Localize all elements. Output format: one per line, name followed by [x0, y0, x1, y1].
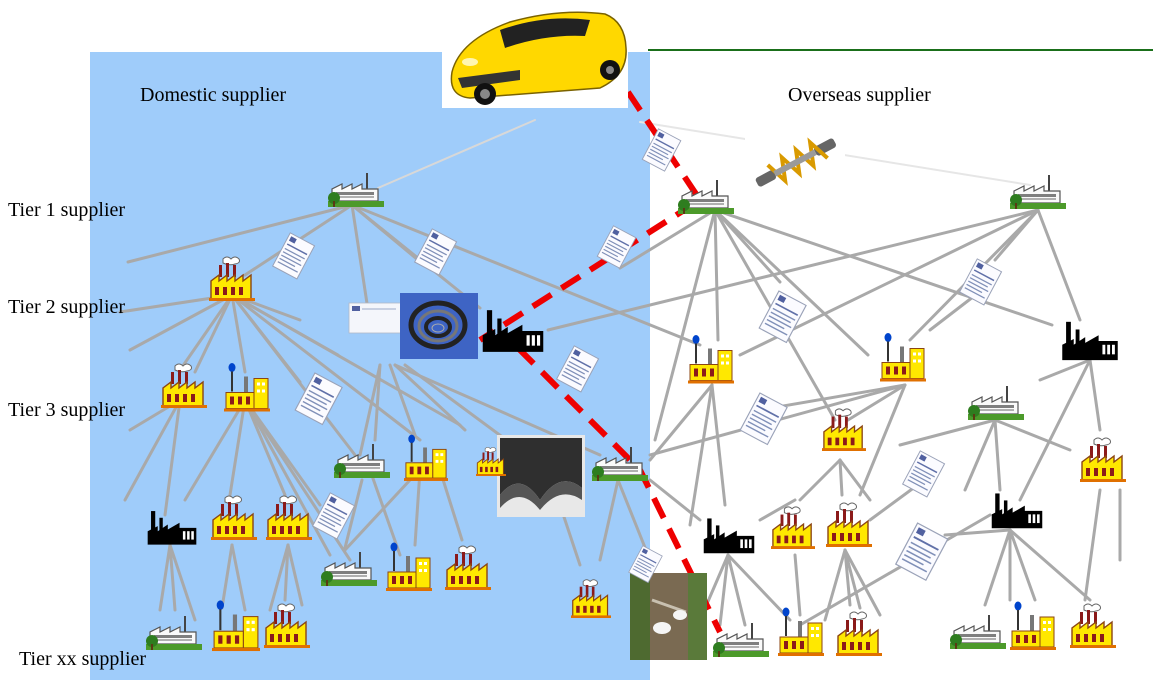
rubber-ring-icon — [348, 293, 478, 359]
factory-icon — [1062, 321, 1118, 361]
factory-icon — [826, 502, 872, 548]
factory-icon — [880, 332, 926, 383]
factory-icon — [822, 408, 866, 452]
tier-2-label: Tier 2 supplier — [8, 296, 126, 318]
overseas-supplier-label: Overseas supplier — [788, 84, 931, 106]
factory-icon — [771, 506, 815, 550]
factory-icon — [688, 334, 734, 385]
rubber-tree-tapping-icon — [630, 573, 707, 660]
factory-icon — [1010, 600, 1056, 651]
domestic-supplier-label: Domestic supplier — [140, 84, 287, 106]
factory-icon — [703, 518, 755, 554]
tier-xx-label: Tier xx supplier — [19, 648, 147, 670]
shock-absorber-icon — [745, 122, 845, 204]
document-icon — [739, 392, 788, 446]
factory-icon — [678, 179, 734, 215]
factory-icon — [1070, 603, 1116, 649]
document-icon — [958, 258, 1003, 306]
critical-path-upper — [478, 90, 705, 343]
factory-icon — [968, 385, 1024, 421]
factory-icon — [836, 611, 882, 657]
document-icon — [894, 522, 949, 582]
tier-1-label: Tier 1 supplier — [8, 199, 126, 221]
sports-car-icon — [442, 0, 628, 108]
factory-icon — [1080, 437, 1126, 483]
factory-icon — [1010, 174, 1066, 210]
factory-icon — [991, 493, 1043, 529]
factory-icon — [950, 614, 1006, 650]
rubber-sheet-icon — [497, 435, 585, 517]
tier-3-label: Tier 3 supplier — [8, 399, 126, 421]
